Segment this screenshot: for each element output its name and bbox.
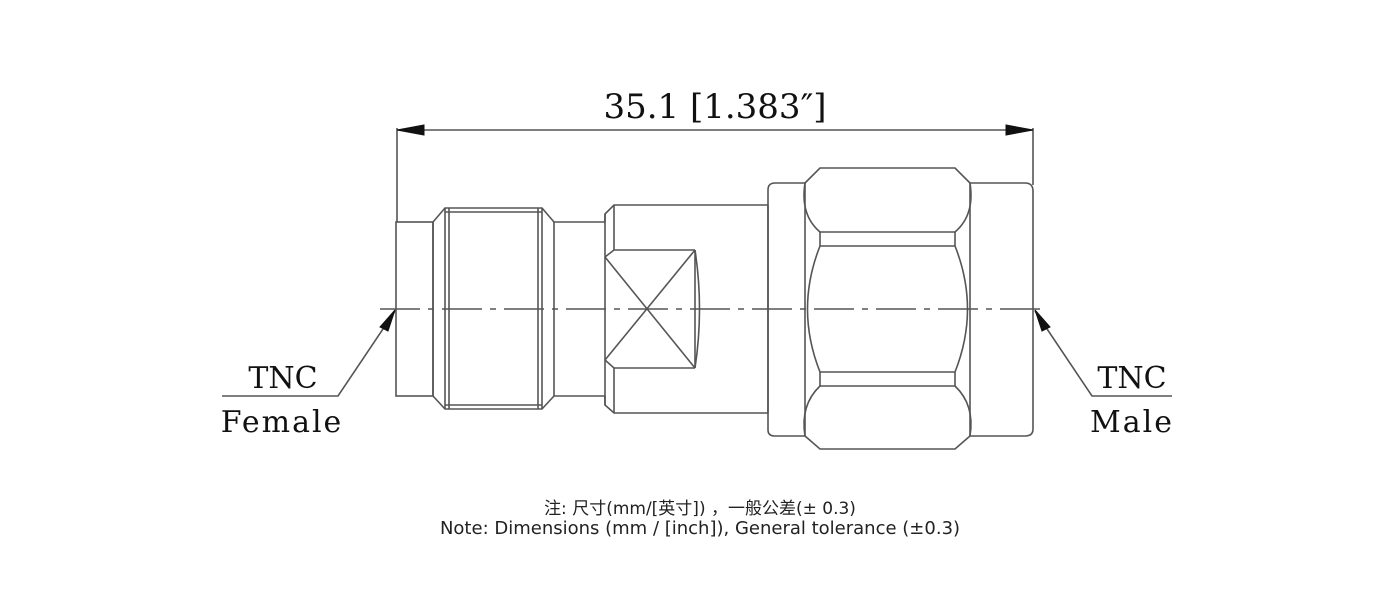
female-gender-label: Female <box>221 405 344 440</box>
note-english: Note: Dimensions (mm / [inch]), General … <box>439 518 961 539</box>
male-end-body <box>970 182 1034 437</box>
male-leader <box>1034 309 1172 397</box>
male-flange <box>767 182 805 437</box>
note-chinese: 注: 尺寸(mm/[英寸]) ，一般公差(± 0.3) <box>544 499 856 519</box>
female-leader <box>222 309 396 397</box>
overall-length-label: 35.1 [1.383″] <box>603 87 826 127</box>
overall-dimension <box>396 124 1034 222</box>
female-type-label: TNC <box>248 361 317 396</box>
male-type-label: TNC <box>1097 361 1166 396</box>
male-gender-label: Male <box>1090 405 1174 440</box>
